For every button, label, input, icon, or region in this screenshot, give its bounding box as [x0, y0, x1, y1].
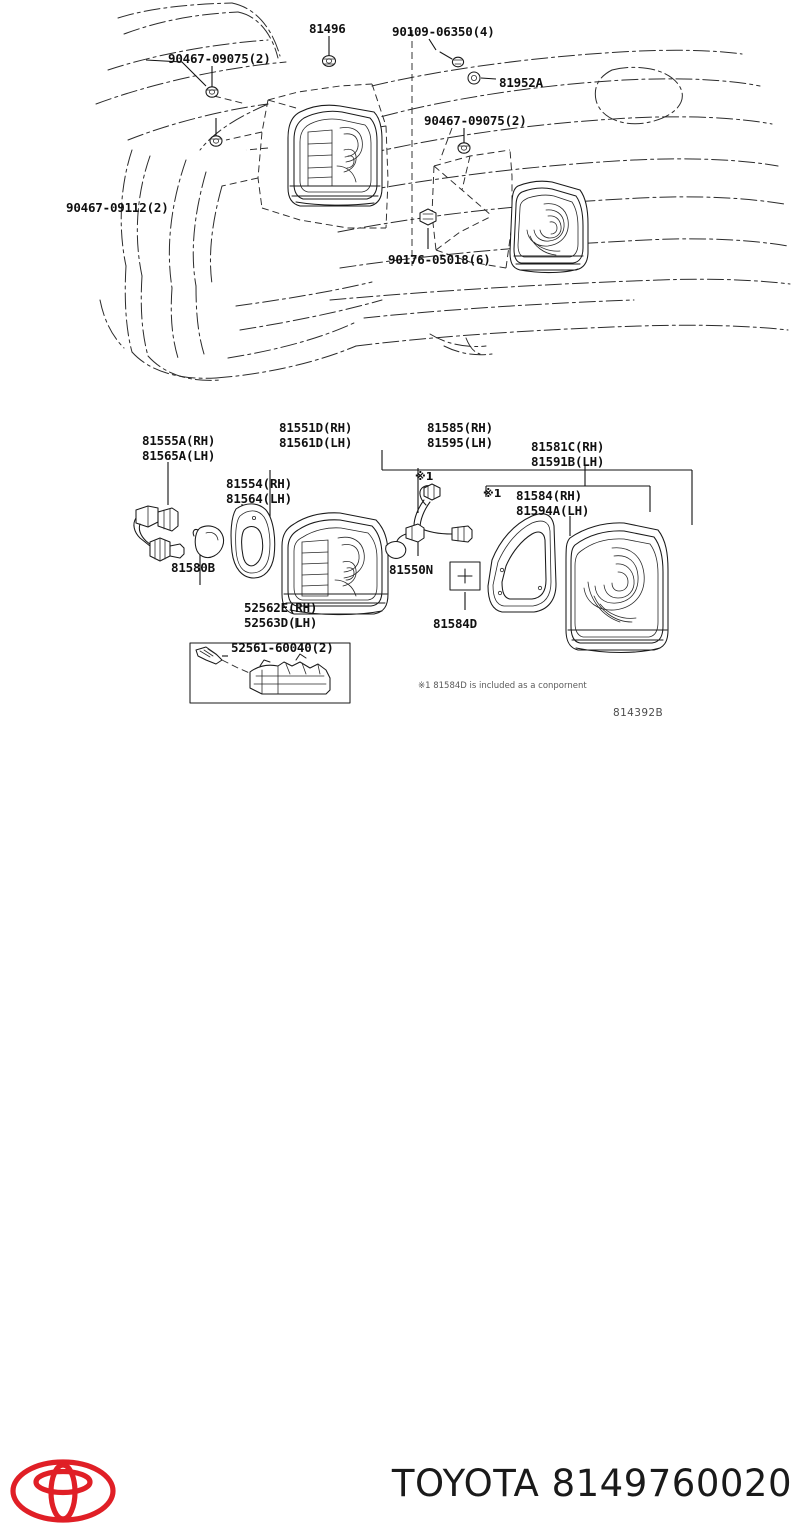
label-81565A-lh: 81565A(LH) [142, 448, 216, 463]
inner-tail-lamp-upper [509, 180, 589, 274]
label-52562E-rh: 52562E(RH) [244, 600, 318, 615]
label-90109-06350: 90109-06350(4) [392, 24, 495, 39]
bulb-81580B [192, 525, 225, 559]
detail-box-52562E [189, 642, 351, 704]
footnote-marker-1: ※1 [415, 470, 434, 483]
label-81594A-lh: 81594A(LH) [516, 503, 590, 518]
diagram-code: 814392B [613, 707, 664, 719]
outer-tail-lamp-upper [287, 104, 383, 207]
wire-harness-81585 [385, 483, 473, 559]
footnote-text: ※1 81584D is included as a conpornent [418, 681, 587, 691]
upper-assembly-illustration: .ln{fill:none;stroke:#1a1a1a;stroke-widt… [95, 2, 791, 381]
inner-tail-lamp-lower [565, 522, 669, 654]
gasket-81581C [487, 513, 557, 613]
outer-tail-lamp-lower [281, 512, 389, 616]
label-81584-rh: 81584(RH) [516, 488, 582, 503]
label-90467-09075-right: 90467-09075(2) [424, 113, 527, 128]
bottom-banner: TOYOTA 8149760020 [0, 726, 800, 1523]
label-90467-09075-left: 90467-09075(2) [168, 51, 271, 66]
label-81561D-lh: 81561D(LH) [279, 435, 353, 450]
gasket-81554 [230, 503, 276, 579]
label-81496: 81496 [309, 21, 346, 36]
label-81551D-rh: 81551D(RH) [279, 420, 353, 435]
label-81952A: 81952A [499, 75, 543, 90]
footnote-marker-2: ※1 [483, 487, 502, 500]
part-number-text: 8149760020 [551, 1462, 792, 1505]
nut-90176-05018 [419, 208, 437, 226]
label-81555A-rh: 81555A(RH) [142, 433, 216, 448]
label-81581C-rh: 81581C(RH) [531, 439, 605, 454]
label-81580B: 81580B [171, 560, 215, 575]
screw-90109-06350 [439, 51, 465, 68]
label-81585-rh: 81585(RH) [427, 420, 493, 435]
brand-text: TOYOTA [391, 1462, 540, 1505]
washer-81952A [467, 71, 481, 85]
label-52561-60040: 52561-60040(2) [231, 640, 334, 655]
label-81550N: 81550N [389, 562, 433, 577]
socket-81555A [133, 505, 185, 562]
clip-90467-09112 [209, 135, 223, 147]
lens-mark-81584D [449, 561, 481, 591]
fasteners-upper [205, 51, 481, 226]
label-81554-rh: 81554(RH) [226, 476, 292, 491]
label-90176-05018: 90176-05018(6) [388, 252, 491, 267]
label-52563D-lh: 52563D(LH) [244, 615, 318, 630]
leader-lines-upper [145, 36, 497, 249]
hidden-construction-lines [213, 30, 513, 269]
label-81564-lh: 81564(LH) [226, 491, 292, 506]
vehicle-body-phantom [95, 2, 791, 381]
label-81595-lh: 81595(LH) [427, 435, 493, 450]
brand-and-part-number: TOYOTA 8149760020 [0, 1462, 792, 1505]
label-90467-09112: 90467-09112(2) [66, 200, 169, 215]
label-81591B-lh: 81591B(LH) [531, 454, 605, 469]
clip-90467-09075-b [457, 142, 471, 154]
label-81584D: 81584D [433, 616, 477, 631]
lower-exploded-illustration [133, 450, 693, 704]
